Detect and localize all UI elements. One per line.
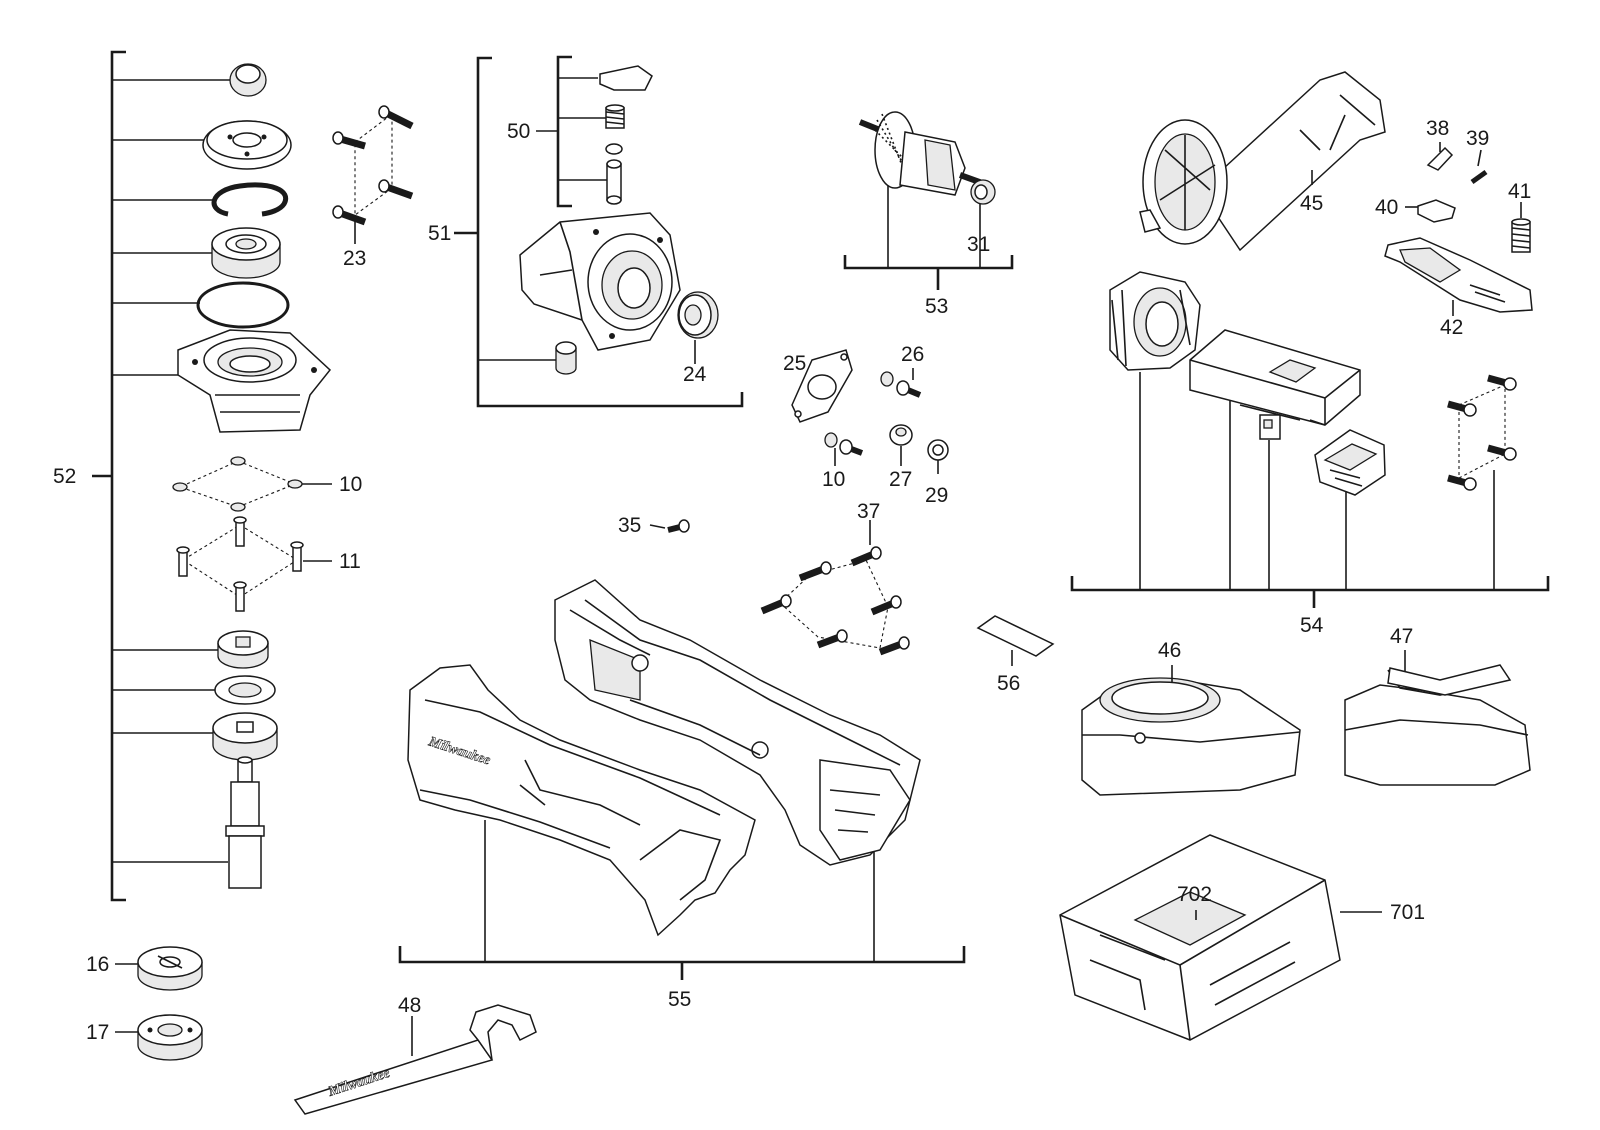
spacer-part <box>212 712 278 761</box>
label-17: 17 <box>86 1021 109 1044</box>
armature-part <box>858 111 987 196</box>
group-55: 55 Milwaukee <box>398 579 966 1011</box>
gear-case-part <box>177 329 332 433</box>
label-52: 52 <box>53 465 76 488</box>
o-ring-part <box>196 281 290 329</box>
label-37: 37 <box>857 500 880 523</box>
label-50: 50 <box>507 120 530 143</box>
label-53: 53 <box>925 295 948 318</box>
label-16: 16 <box>86 953 109 976</box>
label-51: 51 <box>428 222 451 245</box>
spring-part <box>605 104 625 129</box>
label-701: 701 <box>1390 901 1425 924</box>
label-10b: 10 <box>822 468 845 491</box>
screw-set-10: 10 <box>172 456 362 512</box>
label-25: 25 <box>783 352 806 375</box>
pin-39: 39 <box>1466 127 1489 185</box>
screw-set-11: 11 <box>176 516 361 612</box>
label-26: 26 <box>901 343 924 366</box>
washer-29: 29 <box>925 439 949 507</box>
group-54: 54 <box>1070 271 1550 637</box>
spanner-48: Milwaukee 48 <box>293 994 537 1115</box>
label-46: 46 <box>1158 639 1181 662</box>
bearing-24-part <box>677 291 719 339</box>
stator-part <box>1109 271 1201 371</box>
label-45: 45 <box>1300 192 1323 215</box>
nut-27: 27 <box>889 424 913 491</box>
washer-part <box>214 675 276 705</box>
label-56: 56 <box>997 672 1020 695</box>
flange-nut-16: 16 <box>86 946 203 991</box>
label-10a: 10 <box>339 473 362 496</box>
nut-cap-part <box>229 63 267 97</box>
label-47: 47 <box>1390 625 1413 648</box>
guard-46: 46 <box>1081 639 1301 796</box>
screw-35: 35 <box>618 514 690 537</box>
spring-clip-38: 38 <box>1426 117 1454 171</box>
micro-switch-part <box>1259 414 1281 440</box>
controller-module-part <box>1189 329 1361 426</box>
battery-terminal-part <box>1314 429 1386 496</box>
label-702: 702 <box>1177 883 1212 906</box>
group-53: 53 31 <box>843 111 1014 318</box>
label-40: 40 <box>1375 196 1398 219</box>
screw-set-23: 23 <box>332 105 414 270</box>
label-29: 29 <box>925 484 948 507</box>
label-39: 39 <box>1466 127 1489 150</box>
bearing-lower-part <box>217 630 269 669</box>
spindle-part <box>225 756 265 889</box>
guard-47: 47 <box>1344 625 1531 786</box>
screw-set-37: 37 <box>760 500 910 656</box>
housing-left-part: Milwaukee <box>407 664 756 937</box>
label-48: 48 <box>398 994 421 1017</box>
gear-housing-part <box>519 212 681 351</box>
small-o-ring-part <box>605 143 623 155</box>
side-handle-45: 45 <box>1139 71 1386 252</box>
label-plate-56: 56 <box>976 615 1055 695</box>
button-40: 40 <box>1375 196 1456 223</box>
sleeve-part <box>555 341 577 375</box>
label-41: 41 <box>1508 180 1531 203</box>
label-38: 38 <box>1426 117 1449 140</box>
group-52: 52 <box>53 50 362 902</box>
lock-pin-part <box>606 159 622 205</box>
screw-26: 26 <box>880 343 924 398</box>
screw-set-54 <box>1447 374 1517 491</box>
bearing-upper-part <box>211 227 281 279</box>
label-24: 24 <box>683 363 707 386</box>
lock-lever-part <box>599 65 653 91</box>
label-42: 42 <box>1440 316 1463 339</box>
label-55: 55 <box>668 988 691 1011</box>
label-23: 23 <box>343 247 366 270</box>
carry-case-701: 701 702 <box>1059 834 1425 1041</box>
group-51: 51 50 24 <box>428 55 744 408</box>
flange-disc-part <box>202 120 292 170</box>
snap-ring-part <box>211 182 289 217</box>
flange-nut-17: 17 <box>86 1014 203 1061</box>
spring-41: 41 <box>1508 180 1531 253</box>
label-31: 31 <box>967 233 990 256</box>
label-27: 27 <box>889 468 912 491</box>
bearing-31-part <box>970 179 996 205</box>
gasket-25: 25 <box>783 349 853 423</box>
screw-10b: 10 <box>822 432 864 491</box>
label-35: 35 <box>618 514 641 537</box>
label-54: 54 <box>1300 614 1324 637</box>
label-11: 11 <box>339 550 361 573</box>
housing-right-part <box>554 579 921 866</box>
paddle-switch-42: 42 <box>1384 237 1533 339</box>
